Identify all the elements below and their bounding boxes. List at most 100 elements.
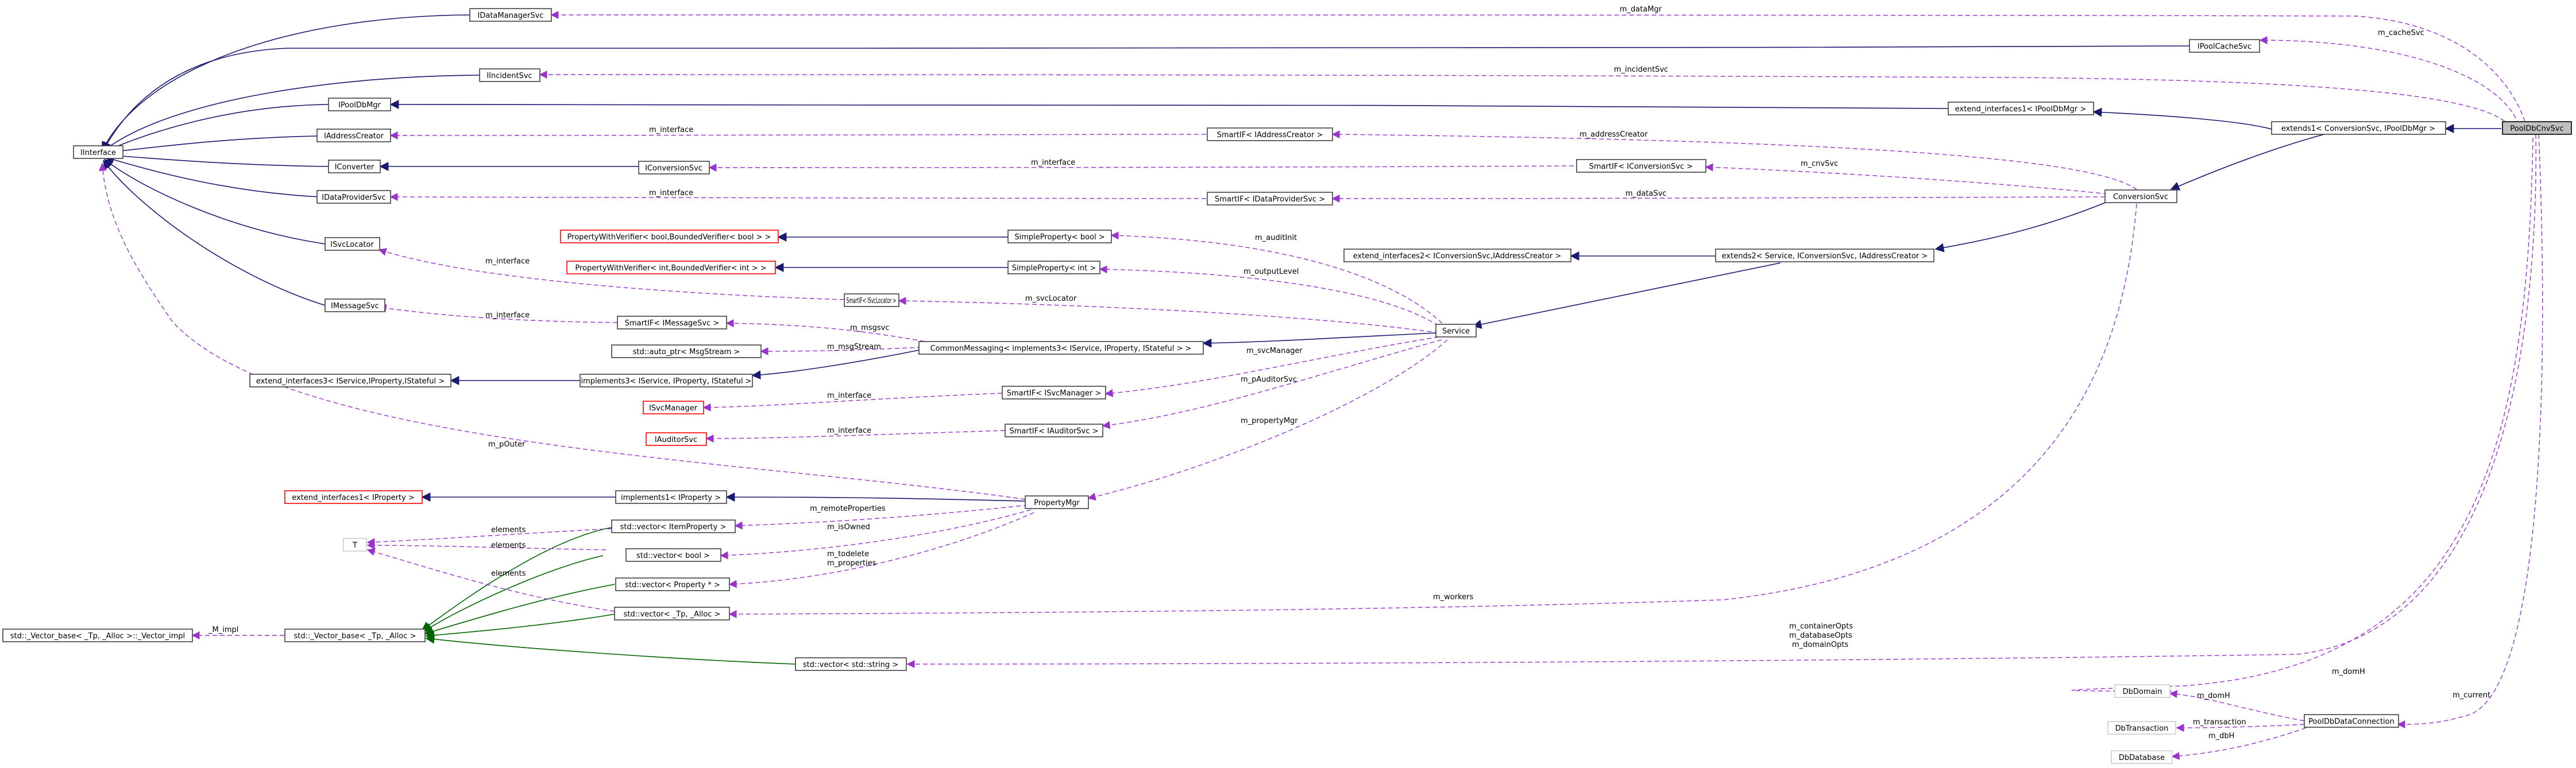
node-vector-bool[interactable]: std::vector< bool > [625, 548, 721, 562]
node-vector-itemproperty[interactable]: std::vector< ItemProperty > [611, 519, 736, 533]
node-imessagesvc[interactable]: IMessageSvc [325, 298, 385, 312]
label-elements-1: elements [491, 526, 526, 534]
node-iauditorsvc[interactable]: IAuditorSvc [646, 432, 707, 446]
edge-m-current [2397, 134, 2543, 728]
node-extendinterfaces1-ipooldbmgr[interactable]: extend_interfaces1< IPoolDbMgr > [1948, 102, 2094, 115]
label-m-transaction: m_transaction [2193, 718, 2246, 727]
edge-imessagesvc-iinterface [103, 160, 326, 306]
node-smartif-iaddresscreator[interactable]: SmartIF< IAddressCreator > [1207, 127, 1333, 141]
node-auto-ptr-msgstream[interactable]: std::auto_ptr< MsgStream > [611, 344, 762, 358]
node-extendinterfaces3[interactable]: extend_interfaces3< IService,IProperty,I… [249, 374, 451, 387]
edge-m-outputlevel [1099, 265, 1445, 331]
node-dbdomain[interactable]: DbDomain [2114, 684, 2171, 698]
node-vector-tp-alloc[interactable]: std::vector< _Tp, _Alloc > [614, 607, 730, 620]
label-m-domh-2: m_domH [2197, 692, 2230, 700]
edge-smartif-iconversionsvc-to-iconversionsvc [708, 163, 1574, 172]
label-m-interface-conv: m_interface [1031, 158, 1075, 167]
node-ipoolcachesvc[interactable]: IPoolCacheSvc [2189, 39, 2260, 53]
svg-text:SmartIF< IDataProviderSvc >: SmartIF< IDataProviderSvc > [1215, 195, 1325, 204]
label-m-workers: m_workers [1433, 593, 1474, 602]
node-idatamanagersvc[interactable]: IDataManagerSvc [469, 8, 552, 22]
node-vector-string[interactable]: std::vector< std::string > [795, 657, 907, 671]
node-vector-base-impl[interactable]: std::_Vector_base< _Tp, _Alloc >::_Vecto… [2, 629, 193, 642]
edge-labels: m_dataMgr m_cacheSvc m_incidentSvc m_int… [208, 5, 2490, 740]
edge-isvclocator-iinterface [103, 159, 326, 245]
label-m-interface-msg: m_interface [485, 311, 530, 320]
label-m-svcmanager: m_svcManager [1246, 347, 1303, 355]
edge-m-cachesvc [2259, 36, 2519, 126]
label-m-svclocator: m_svcLocator [1025, 294, 1077, 303]
label-m-properties: m_properties [827, 559, 876, 568]
edge-ipoolcachesvc-iinterface [103, 45, 2190, 152]
svg-text:std::vector< Property * >: std::vector< Property * > [625, 581, 720, 589]
node-idataprovidersvc[interactable]: IDataProviderSvc [316, 190, 391, 204]
edge-iaddresscreator-iinterface [105, 135, 318, 157]
node-conversionsvc[interactable]: ConversionSvc [2104, 189, 2177, 203]
node-iincidentsvc[interactable]: IIncidentSvc [479, 68, 540, 82]
edge-elements-1 [366, 528, 612, 546]
svg-text:extend_interfaces1< IPoolDbMgr: extend_interfaces1< IPoolDbMgr > [1955, 105, 2086, 114]
node-implements3[interactable]: implements3< IService, IProperty, IState… [580, 374, 753, 387]
node-smartif-isvcmanager[interactable]: SmartIF< ISvcManager > [1002, 386, 1106, 399]
edge-iincidentsvc-iinterface [102, 75, 480, 152]
node-iinterface[interactable]: IInterface [73, 145, 123, 159]
node-dbdatabase[interactable]: DbDatabase [2111, 750, 2173, 764]
node-vector-property[interactable]: std::vector< Property * > [615, 577, 730, 591]
node-iconverter[interactable]: IConverter [328, 160, 381, 173]
node-smartif-imessagesvc[interactable]: SmartIF< IMessageSvc > [617, 316, 727, 329]
label-m-interface-data: m_interface [649, 189, 693, 197]
svg-text:implements3< IService, IProper: implements3< IService, IProperty, IState… [581, 377, 751, 386]
node-iaddresscreator[interactable]: IAddressCreator [316, 129, 391, 142]
node-ipooldbmgr[interactable]: IPoolDbMgr [328, 98, 391, 111]
node-pooldbcnvsvc[interactable]: PoolDbCnvSvc [2502, 121, 2572, 135]
label-m-domainopts: m_domainOpts [1792, 641, 1848, 649]
node-vector-base[interactable]: std::_Vector_base< _Tp, _Alloc > [284, 629, 426, 642]
label-m-datamgr: m_dataMgr [1620, 5, 1662, 14]
svg-text:extend_interfaces1< IProperty: extend_interfaces1< IProperty > [292, 494, 414, 502]
node-t[interactable]: T [343, 538, 367, 552]
label-m-interface-svcmgr: m_interface [827, 391, 871, 400]
edge-m-opts [906, 134, 2536, 668]
edge-m-datasvc [1331, 194, 2106, 203]
node-simpleproperty-bool[interactable]: SimpleProperty< bool > [1007, 230, 1112, 243]
edge-m-auditinit [1110, 231, 1448, 329]
node-dbtransaction[interactable]: DbTransaction [2107, 721, 2176, 735]
edge-m-pauditorsvc [1102, 339, 1442, 429]
edge-smartif-idataprovidersvc-to-idataprovidersvc [389, 193, 1207, 201]
node-extendinterfaces1-iproperty[interactable]: extend_interfaces1< IProperty > [284, 490, 423, 504]
svg-text:IMessageSvc: IMessageSvc [331, 302, 379, 311]
node-propertywithverifier-int[interactable]: PropertyWithVerifier< int,BoundedVerifie… [566, 261, 776, 274]
node-commonmessaging[interactable]: CommonMessaging< implements3< IService, … [918, 341, 1204, 355]
node-extends2[interactable]: extends2< Service, IConversionSvc, IAddr… [1715, 249, 1934, 262]
node-pooldbdataconnection[interactable]: PoolDbDataConnection [2304, 714, 2399, 728]
edge-m-domh-1 [2071, 137, 2533, 695]
svg-text:PoolDbDataConnection: PoolDbDataConnection [2308, 717, 2395, 726]
node-isvcmanager[interactable]: ISvcManager [643, 401, 704, 414]
node-simpleproperty-int[interactable]: SimpleProperty< int > [1007, 261, 1100, 274]
node-service[interactable]: Service [1435, 324, 1477, 338]
node-isvclocator[interactable]: ISvcLocator [325, 237, 380, 251]
svg-text:extend_interfaces3< IService,I: extend_interfaces3< IService,IProperty,I… [256, 377, 445, 386]
node-propertywithverifier-bool[interactable]: PropertyWithVerifier< bool,BoundedVerifi… [560, 230, 779, 243]
label-m-pouter: m_pOuter [488, 440, 526, 449]
node-smartif-iconversionsvc[interactable]: SmartIF< IConversionSvc > [1576, 159, 1706, 173]
svg-text:IAuditorSvc: IAuditorSvc [655, 436, 697, 444]
node-smartif-idataprovidersvc[interactable]: SmartIF< IDataProviderSvc > [1207, 192, 1333, 205]
edge-vectorstring-vectorbase [425, 634, 796, 665]
node-extends1-conversionsvc-ipooldbmgr[interactable]: extends1< ConversionSvc, IPoolDbMgr > [2271, 121, 2446, 135]
svg-text:DbDomain: DbDomain [2123, 688, 2162, 696]
label-m-auditinit: m_auditInit [1255, 234, 1297, 242]
node-propertymgr[interactable]: PropertyMgr [1025, 495, 1089, 509]
svg-text:PoolDbCnvSvc: PoolDbCnvSvc [2510, 125, 2563, 133]
edge-m-datamgr [550, 11, 2528, 129]
label-m-msgsvc: m_msgsvc [850, 324, 889, 332]
node-smartif-iauditorsvc[interactable]: SmartIF< IAuditorSvc > [1005, 424, 1103, 437]
svg-text:std::vector< std::string >: std::vector< std::string > [803, 661, 898, 669]
node-implements1-iproperty[interactable]: implements1< IProperty > [615, 490, 727, 504]
edge-m-svcmanager [1104, 336, 1439, 397]
label-m-incidentsvc: m_incidentSvc [1614, 65, 1668, 74]
node-extendinterfaces2[interactable]: extend_interfaces2< IConversionSvc,IAddr… [1343, 249, 1571, 262]
node-smartif-isvclocator[interactable]: SmartIF< ISvcLocator > [844, 293, 899, 307]
node-iconversionsvc[interactable]: IConversionSvc [638, 161, 710, 174]
